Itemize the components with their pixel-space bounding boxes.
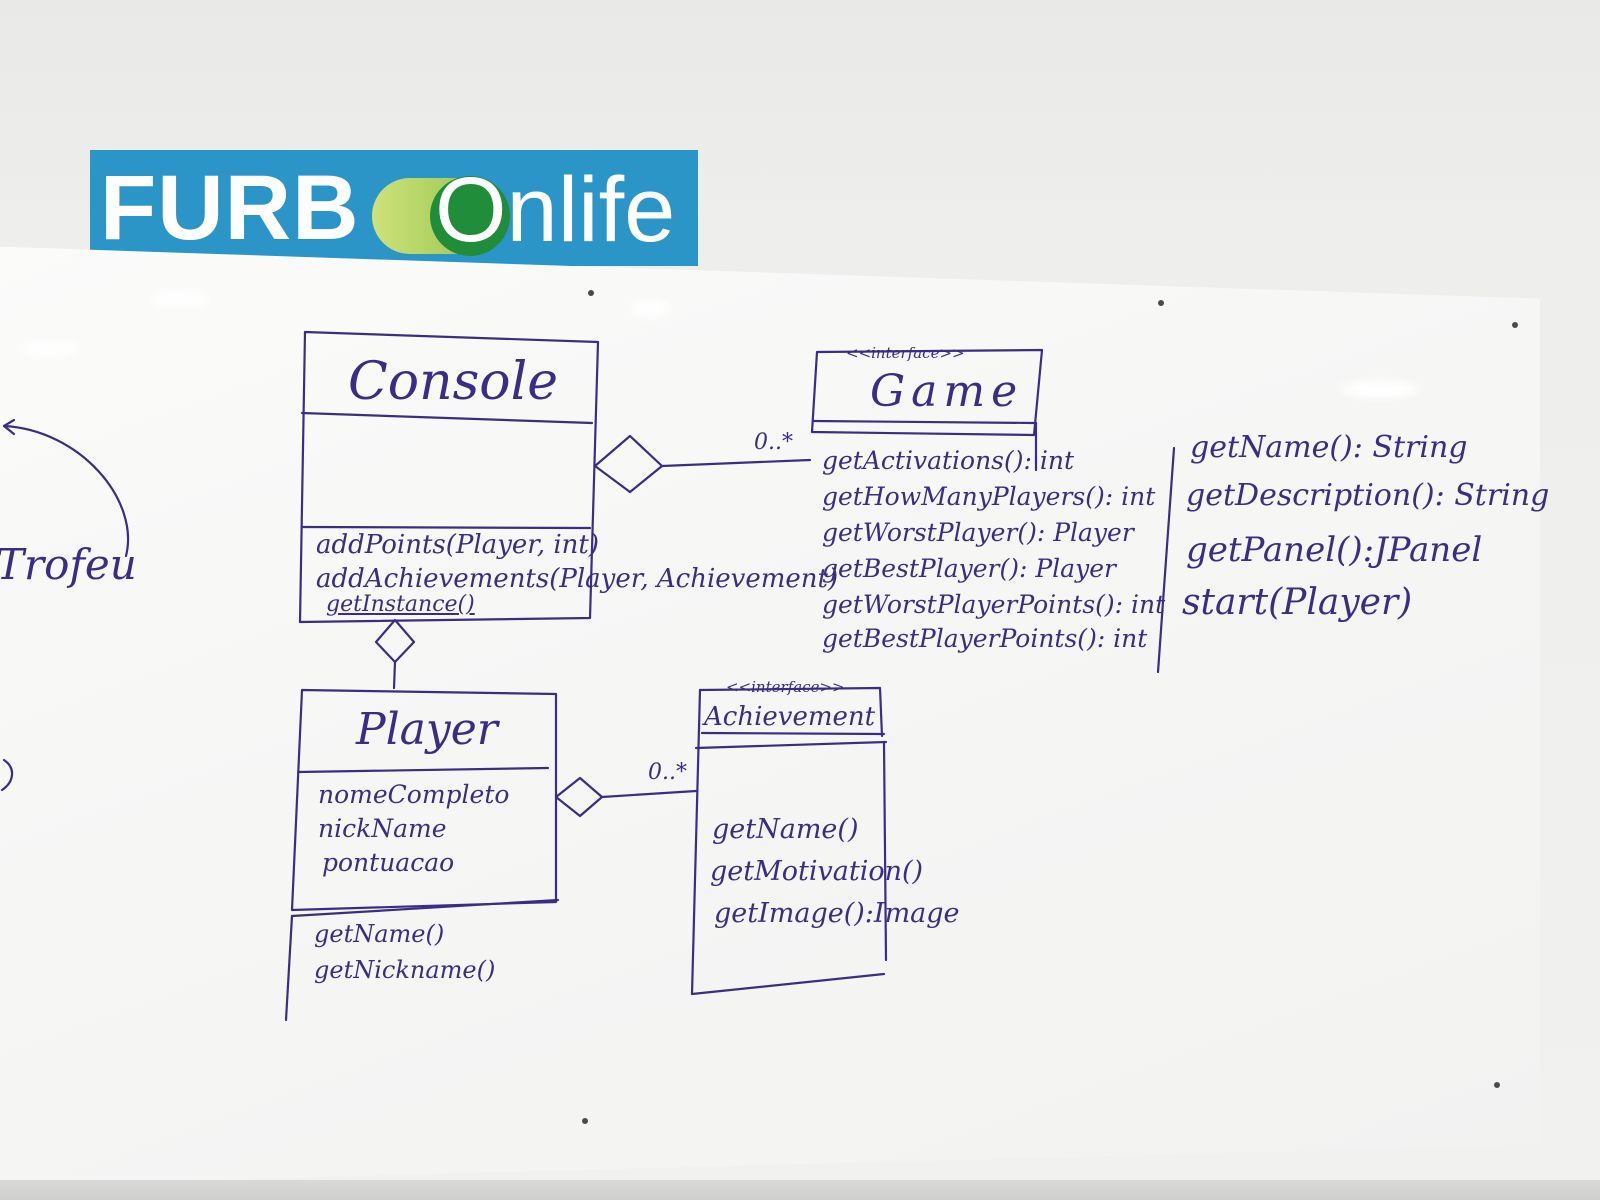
player-attribute: nickName	[318, 814, 447, 843]
game-method: getBestPlayerPoints(): int	[822, 624, 1148, 653]
board-screw	[1512, 322, 1518, 328]
board-screw	[1158, 300, 1164, 306]
achievement-method: getMotivation()	[710, 856, 924, 887]
console-class-name: Console	[348, 352, 558, 412]
game-extra-method: getPanel():JPanel	[1186, 530, 1483, 570]
player-method: getNickname()	[314, 956, 496, 984]
light-reflection	[150, 290, 210, 308]
logo-text-furb: FURB	[100, 157, 360, 259]
game-multiplicity: 0..*	[754, 430, 793, 455]
light-reflection	[630, 300, 670, 318]
light-reflection	[20, 340, 80, 358]
game-extra-method: getDescription(): String	[1186, 478, 1550, 513]
whiteboard	[0, 246, 1540, 1186]
light-reflection	[1340, 380, 1420, 398]
logo-text-onlife: Onlife	[435, 159, 676, 261]
achievement-method: getName()	[712, 814, 859, 845]
wall-bottom-edge	[0, 1180, 1600, 1200]
board-screw	[582, 1118, 588, 1124]
console-method: addPoints(Player, int)	[316, 530, 600, 560]
game-method: getWorstPlayer(): Player	[822, 518, 1134, 547]
player-attribute: nomeCompleto	[318, 780, 510, 809]
game-method: getWorstPlayerPoints(): int	[822, 590, 1166, 619]
achievement-multiplicity: 0..*	[648, 760, 687, 785]
player-class-name: Player	[356, 704, 498, 755]
furb-onlife-logo: FURB Onlife	[90, 150, 698, 266]
board-screw	[588, 290, 594, 296]
game-stereotype: <<interface>>	[846, 344, 965, 362]
game-class-name: Game	[870, 366, 1024, 417]
game-method: getHowManyPlayers(): int	[822, 482, 1156, 511]
console-method: getInstance()	[326, 592, 475, 617]
achievement-class-name: Achievement	[704, 702, 876, 732]
toggle-knob	[430, 176, 510, 256]
game-method: getBestPlayer(): Player	[822, 554, 1116, 583]
achievement-stereotype: <<interface>>	[726, 678, 845, 696]
margin-word-fragment: Trofeu	[0, 540, 137, 589]
console-method: addAchievements(Player, Achievement)	[316, 564, 839, 594]
board-screw	[1494, 1082, 1500, 1088]
game-extra-method: getName(): String	[1190, 430, 1468, 465]
player-method: getName()	[314, 920, 445, 948]
player-attribute: pontuacao	[322, 848, 455, 877]
game-method: getActivations(): int	[822, 446, 1075, 475]
game-extra-method: start(Player)	[1182, 582, 1413, 623]
achievement-method: getImage():Image	[714, 898, 960, 929]
